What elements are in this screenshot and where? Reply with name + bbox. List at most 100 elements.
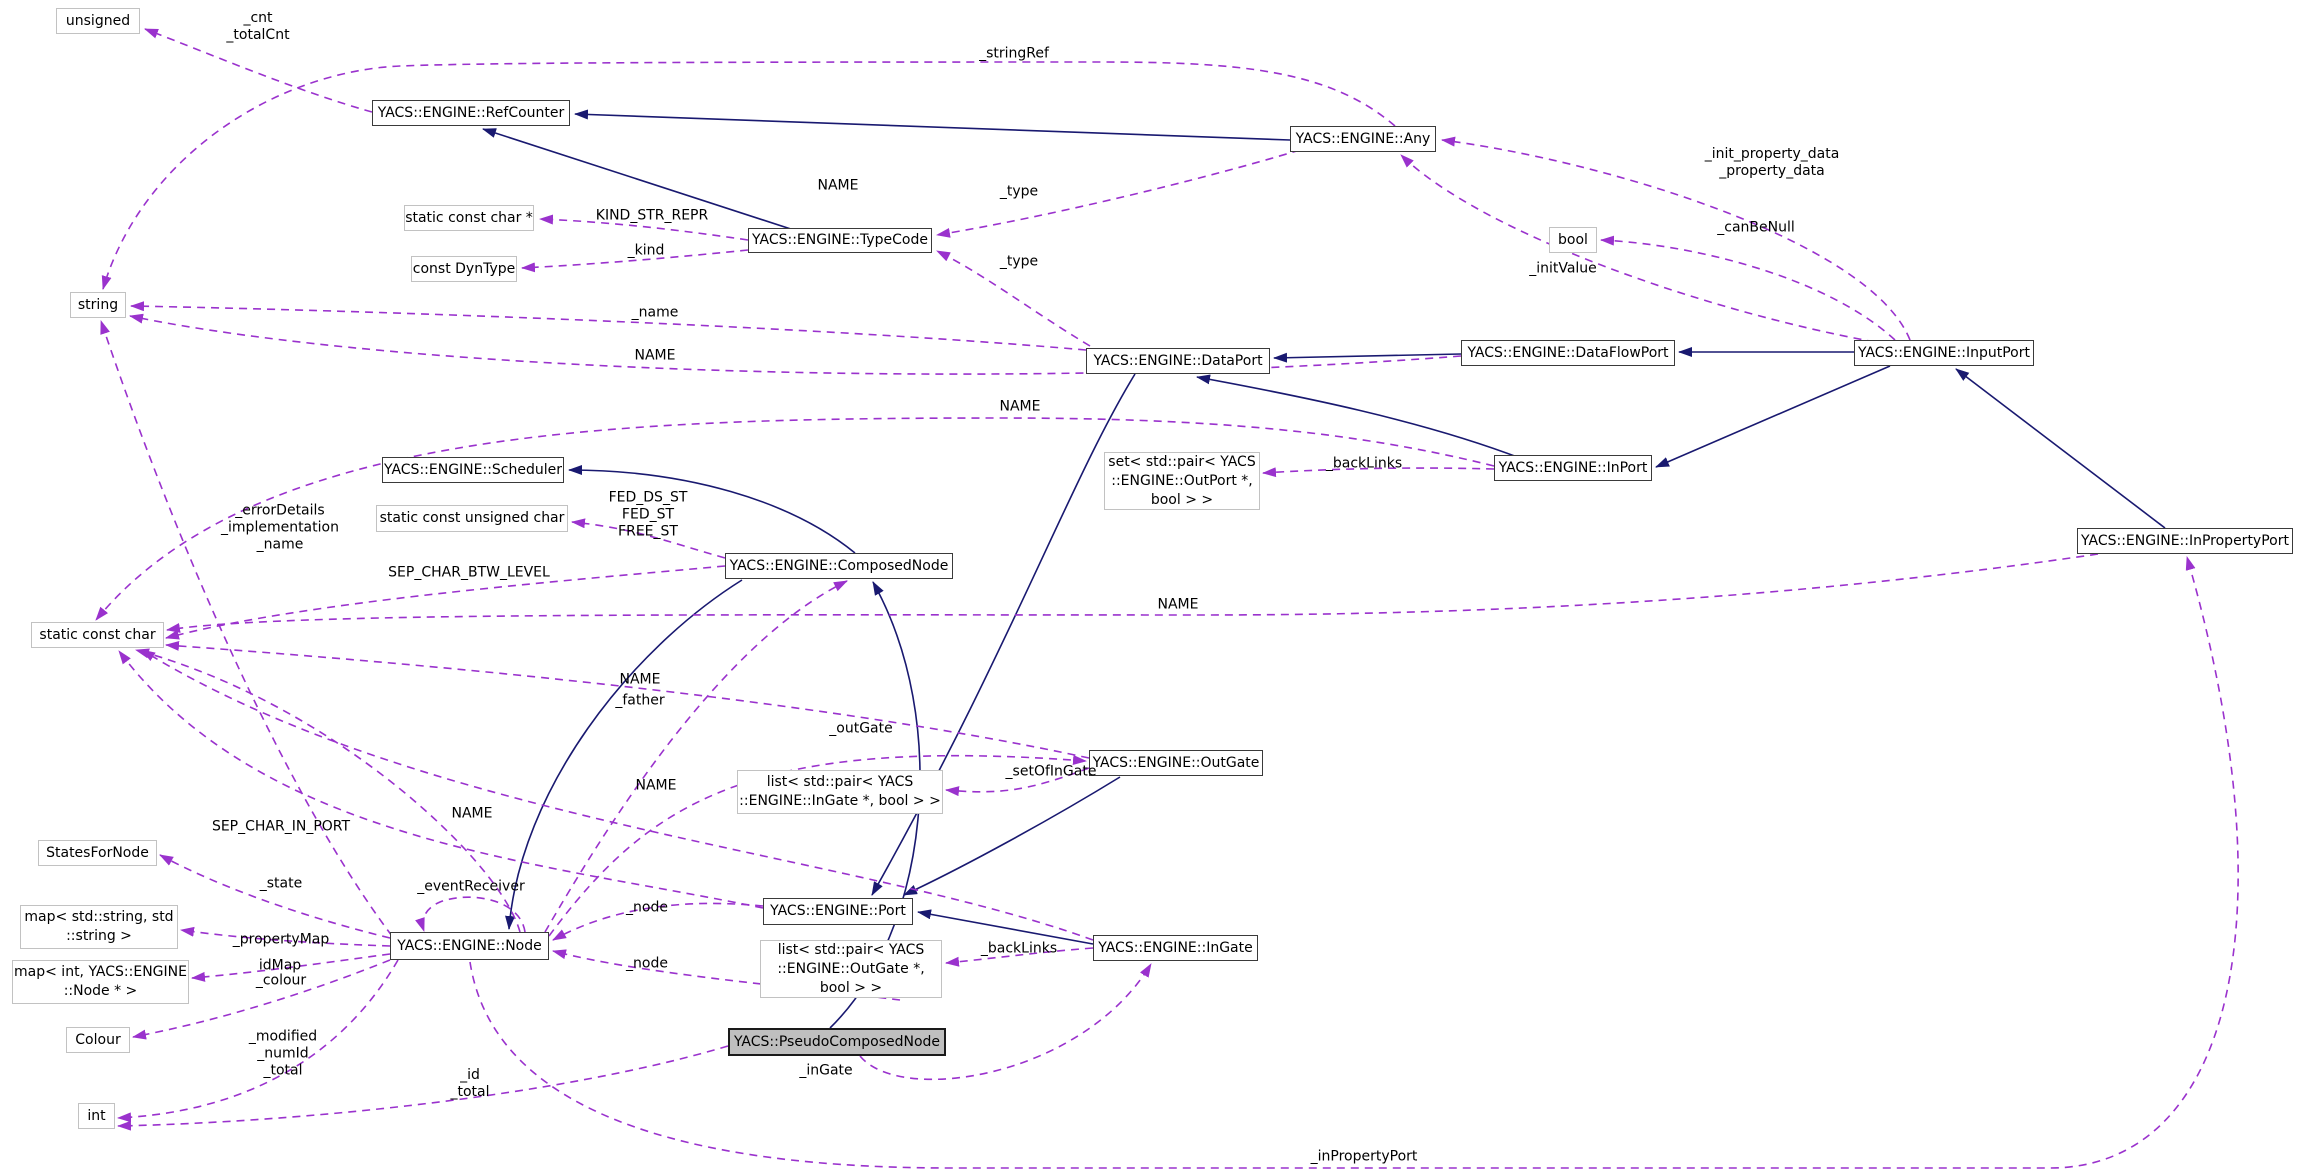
class-box-map-string-string: map< std::string, std::string > (20, 905, 178, 949)
class-box-ingate[interactable]: YACS::ENGINE::InGate (1093, 935, 1258, 961)
edge-label-line: NAME (619, 671, 661, 688)
edge-label-idmap: idMap (259, 958, 301, 975)
class-box-unsigned: unsigned (56, 8, 140, 34)
class-box-refcounter[interactable]: YACS::ENGINE::RefCounter (372, 100, 570, 126)
edge-node-upper (552, 902, 764, 941)
edge-stringref (101, 61, 1396, 290)
usage-edges (95, 28, 2239, 1169)
edge-ingate-member (859, 963, 1152, 1081)
class-box-any[interactable]: YACS::ENGINE::Any (1290, 126, 1436, 152)
class-box-outgate[interactable]: YACS::ENGINE::OutGate (1089, 750, 1263, 776)
edge-label-line: _outGate (829, 720, 893, 737)
edge-label-line: _cnt (243, 10, 273, 26)
class-box-bool: bool (1549, 227, 1597, 253)
edge-label-line: _inGate (799, 1062, 853, 1079)
class-box-label: ::ENGINE::OutGate *, (777, 960, 925, 977)
class-box-label: Colour (75, 1031, 121, 1048)
edge-label-name-member: _name (632, 305, 679, 322)
edge-typecode-refcounter (482, 128, 801, 233)
edge-label-line: SEP_CHAR_IN_PORT (211, 818, 351, 835)
class-box-inpropertyport[interactable]: YACS::ENGINE::InPropertyPort (2077, 528, 2293, 554)
edge-label-name-typecode: NAME (818, 178, 859, 195)
edge-label-node-lower: _node (626, 956, 668, 973)
class-box-composednode[interactable]: YACS::ENGINE::ComposedNode (725, 553, 953, 579)
class-box-port[interactable]: YACS::ENGINE::Port (763, 898, 913, 925)
class-box-label: ::string > (66, 928, 132, 944)
class-box-colour: Colour (66, 1027, 130, 1053)
edge-label-line: _numId (257, 1045, 309, 1062)
class-box-label: bool (1558, 231, 1588, 248)
edge-kind-str-repr (539, 214, 749, 241)
edge-label-line: _eventReceiver (417, 878, 525, 895)
edge-label-initvalue: _initValue (1529, 261, 1597, 278)
edge-label-line: _property_data (1719, 163, 1825, 179)
edge-label-line: FED_DS_ST (608, 489, 688, 506)
edge-outgate-port (903, 776, 1121, 896)
edge-label-ingate-label: _inGate (799, 1063, 852, 1080)
class-box-static-const-unsigned-char: static const unsigned char (376, 505, 568, 532)
class-box-label: YACS::ENGINE::DataFlowPort (1467, 344, 1669, 361)
edge-label-line: _setOfInGate (1005, 763, 1097, 780)
edge-colour (132, 959, 391, 1040)
edge-type-dataport-typecode (936, 250, 1091, 347)
class-box-node[interactable]: YACS::ENGINE::Node (390, 932, 549, 960)
edge-label-init-property-data: _init_property_data_property_data (1705, 146, 1840, 180)
edge-label-line: _propertyMap (232, 931, 330, 948)
edge-label-propertymap: _propertyMap (233, 932, 329, 949)
edge-label-name-node: NAME (452, 806, 493, 823)
edge-label-line: _errorDetails (235, 502, 325, 519)
edge-label-line: _type (999, 253, 1039, 270)
class-box-typecode[interactable]: YACS::ENGINE::TypeCode (748, 228, 932, 253)
edge-label-line: _node (626, 955, 668, 972)
edge-type-any-typecode (936, 149, 1301, 238)
class-box-inputport[interactable]: YACS::ENGINE::InputPort (1854, 340, 2034, 366)
class-box-label: map< std::string, std (24, 909, 174, 925)
class-box-dataport[interactable]: YACS::ENGINE::DataPort (1086, 348, 1270, 374)
class-box-list-pair-outgate: list< std::pair< YACS::ENGINE::OutGate *… (760, 940, 942, 998)
class-box-label: const DynType (412, 260, 516, 277)
class-box-const-dyntype: const DynType (411, 256, 517, 282)
class-box-label: list< std::pair< YACS (777, 941, 925, 958)
edge-label-line: KIND_STR_REPR (595, 207, 709, 224)
edge-inpropertyport-member (469, 556, 2239, 1169)
edge-sep-char-in-port (118, 650, 764, 909)
edge-initvalue (1400, 154, 1876, 343)
edge-idmap (191, 953, 391, 982)
class-box-label: list< std::pair< YACS (766, 774, 914, 790)
class-box-label: map< int, YACS::ENGINE (14, 964, 187, 980)
edge-label-line: SEP_CHAR_BTW_LEVEL (388, 564, 550, 581)
edge-modified-numid-total (117, 959, 399, 1123)
class-box-dataflowport[interactable]: YACS::ENGINE::DataFlowPort (1461, 340, 1675, 366)
edge-label-line: NAME (817, 177, 859, 194)
edge-label-kind: _kind (628, 243, 665, 260)
class-box-label: YACS::PseudoComposedNode (733, 1033, 941, 1050)
edge-composednode-node (505, 579, 743, 930)
edge-label-sep-char-btw-level: SEP_CHAR_BTW_LEVEL (388, 565, 550, 582)
edge-label-line: NAME (635, 777, 677, 794)
class-box-label: YACS::ENGINE::RefCounter (377, 104, 565, 121)
edge-label-line: _modified (248, 1028, 318, 1045)
class-box-scheduler[interactable]: YACS::ENGINE::Scheduler (382, 457, 564, 483)
edge-name-node-scc (135, 648, 521, 933)
edge-errordetails (100, 320, 393, 937)
edge-label-line: _implementation (221, 519, 339, 536)
class-box-string: string (70, 292, 126, 318)
edge-label-kind-str-repr: KIND_STR_REPR (596, 208, 708, 225)
class-box-label: YACS::ENGINE::Any (1295, 130, 1431, 147)
edge-kind (521, 249, 749, 273)
edge-label-errordetails: _errorDetails_implementation_name (221, 503, 339, 554)
edge-label-line: _totalCnt (226, 27, 290, 43)
class-box-label: unsigned (65, 12, 131, 29)
edge-label-backlinks-inport: _backLinks (1326, 456, 1402, 473)
class-box-label: YACS::ENGINE::OutGate (1092, 754, 1260, 771)
edge-label-line: _father (615, 692, 665, 709)
edge-init-property-data (1441, 136, 1911, 341)
edge-label-eventreceiver: _eventReceiver (417, 879, 524, 896)
class-box-inport[interactable]: YACS::ENGINE::InPort (1494, 455, 1652, 481)
edge-label-line: _id (460, 1067, 480, 1083)
edge-label-name-inport: NAME (1000, 399, 1041, 416)
class-box-label: int (87, 1107, 106, 1124)
class-box-label: string (77, 296, 119, 313)
